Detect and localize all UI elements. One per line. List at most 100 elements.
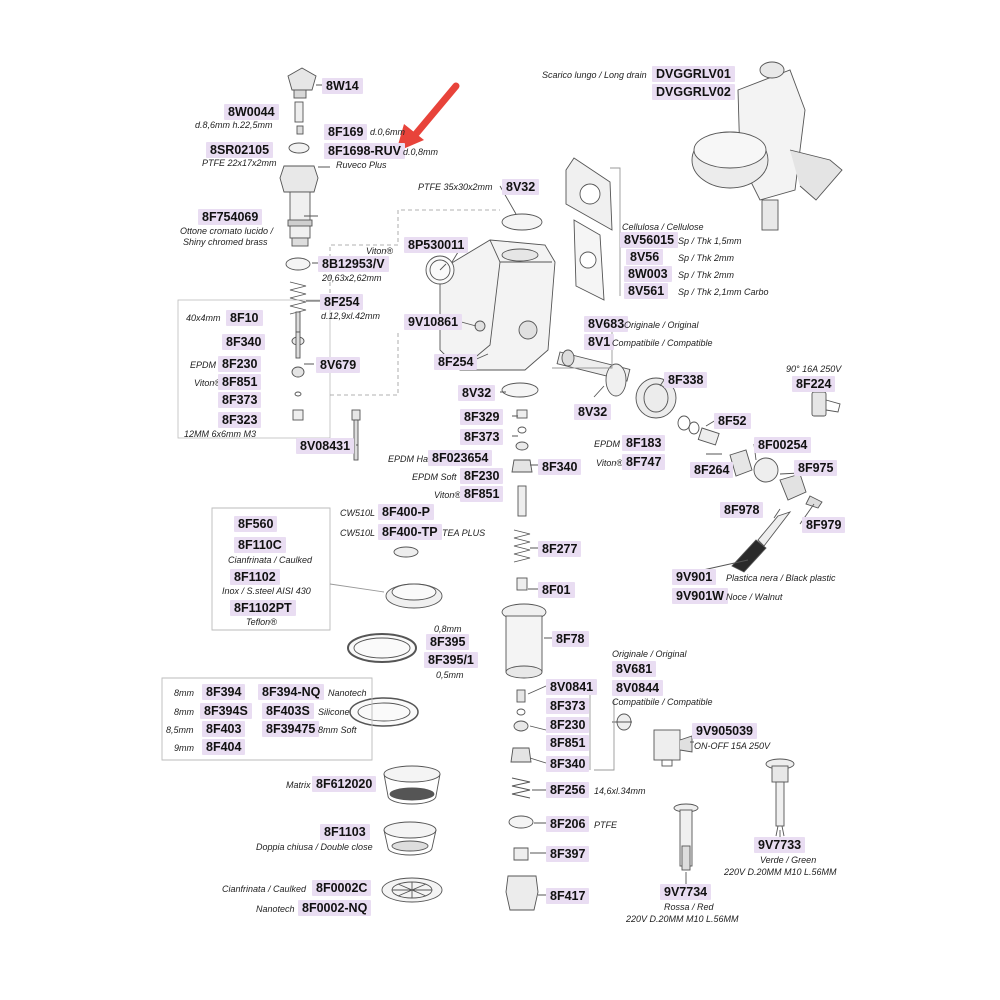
part-code-8V32-top: 8V32 — [502, 179, 540, 195]
note-85mm: 8,5mm — [166, 725, 194, 735]
note-orig1: Originale / Original — [612, 649, 687, 659]
note-plastica: Plastica nera / Black plastic — [726, 573, 836, 583]
note-8mm2: 8mm — [174, 707, 194, 717]
part-code-8F323: 8F323 — [218, 412, 262, 428]
filter-basket-part — [383, 765, 441, 805]
part-code-8F1103: 8F1103 — [320, 824, 370, 840]
note-or2063: 20,63x2,62mm — [322, 273, 382, 283]
note-epdm1: EPDM — [190, 360, 217, 370]
note-epdmsoft: EPDM Soft — [412, 472, 457, 482]
note-8F1698: d.0,8mm — [403, 147, 439, 157]
part-code-8F39475: 8F39475 — [262, 721, 320, 737]
part-code-8F224: 8F224 — [792, 376, 836, 392]
note-ruveco: Ruveco Plus — [336, 160, 387, 170]
part-code-8W0044: 8W0044 — [224, 104, 279, 120]
part-code-8V56015: 8V56015 — [620, 232, 679, 248]
part-code-8F979: 8F979 — [802, 517, 846, 533]
part-code-8F747: 8F747 — [622, 454, 666, 470]
part-code-8F78: 8F78 — [552, 631, 589, 647]
note-compat1: Compatibile / Compatible — [612, 697, 713, 707]
part-code-8V679: 8V679 — [316, 357, 361, 373]
spring-part — [289, 281, 307, 315]
part-code-8F110C: 8F110C — [234, 537, 286, 553]
part-code-8F612020: 8F612020 — [312, 776, 377, 792]
note-cellulosa: Cellulosa / Cellulose — [622, 222, 704, 232]
note-silicone: Silicone — [318, 707, 350, 717]
note-8F169: d.0,6mm — [370, 127, 406, 137]
part-code-8F400-P: 8F400-P — [378, 504, 434, 520]
part-code-8F395: 8F395 — [426, 634, 470, 650]
note-40x4: 40x4mm — [186, 313, 221, 323]
nut-part — [516, 409, 528, 419]
note-d129: d.12,9xl.42mm — [321, 311, 381, 321]
note-cianf2: Cianfrinata / Caulked — [222, 884, 307, 894]
part-code-8F394: 8F394 — [202, 684, 246, 700]
part-code-8F277: 8F277 — [538, 541, 582, 557]
part-code-8F1698-RUV: 8F1698-RUV — [324, 143, 405, 159]
note-teaplus: TEA PLUS — [442, 528, 486, 538]
part-code-8V32-right: 8V32 — [574, 404, 612, 420]
note-onoff: ON-OFF 15A 250V — [694, 741, 771, 751]
jet-part — [296, 125, 304, 135]
part-code-9V10861: 9V10861 — [404, 314, 463, 330]
part-code-8V0841: 8V0841 — [546, 679, 598, 695]
part-code-8F373-left: 8F373 — [218, 392, 262, 408]
part-code-8V561: 8V561 — [624, 283, 669, 299]
pressure-gauge-part — [425, 255, 455, 285]
note-verde: Verde / Green — [760, 855, 817, 865]
part-code-8V0844: 8V0844 — [612, 680, 664, 696]
part-code-8F183: 8F183 — [622, 435, 666, 451]
note-ptfe22: PTFE 22x17x2mm — [202, 158, 277, 168]
part-code-8W003: 8W003 — [624, 266, 672, 282]
part-code-9V901: 9V901 — [672, 569, 717, 585]
part-code-8F230-center: 8F230 — [460, 468, 504, 484]
part-code-8F256: 8F256 — [546, 782, 590, 798]
part-code-8F403: 8F403 — [202, 721, 246, 737]
note-orig2: Originale / Original — [624, 320, 699, 330]
note-epdm2: EPDM — [594, 439, 621, 449]
note-inox: Inox / S.steel AISI 430 — [222, 586, 311, 596]
part-code-8F340-lower: 8F340 — [546, 756, 590, 772]
part-code-8F754069: 8F754069 — [198, 209, 263, 225]
note-cianf1: Cianfrinata / Caulked — [228, 555, 313, 565]
steam-valve-body-part — [279, 165, 319, 247]
heating-element-red-part — [673, 803, 699, 871]
part-code-8W14: 8W14 — [322, 78, 363, 94]
note-08mm: 0,8mm — [434, 624, 462, 634]
shower-holder-part — [501, 603, 547, 679]
plate-gasket-part — [565, 157, 613, 301]
note-viton2: Viton® — [194, 378, 221, 388]
part-code-8F404: 8F404 — [202, 739, 246, 755]
part-code-9V7734: 9V7734 — [660, 884, 712, 900]
note-thk2a: Sp / Thk 2mm — [678, 253, 735, 263]
part-code-8SR02105: 8SR02105 — [206, 142, 274, 158]
part-code-8V32-mid: 8V32 — [458, 385, 496, 401]
part-code-8F206: 8F206 — [546, 816, 590, 832]
cap-nut-part — [287, 67, 317, 99]
part-code-8V1: 8V1 — [584, 334, 615, 350]
fitting-part — [505, 875, 539, 911]
part-code-8F254-left: 8F254 — [320, 294, 364, 310]
part-code-8F52: 8F52 — [714, 413, 751, 429]
part-code-8F254-center: 8F254 — [434, 354, 478, 370]
part-code-DVGGRLV02: DVGGRLV02 — [652, 84, 735, 100]
part-code-8P530011: 8P530011 — [404, 237, 469, 253]
part-code-8F395-1: 8F395/1 — [424, 652, 478, 668]
diffuser-part — [385, 546, 443, 609]
note-8W0044: d.8,6mm h.22,5mm — [195, 120, 273, 130]
valve-stem-part — [291, 331, 305, 378]
note-146: 14,6xl.34mm — [594, 786, 646, 796]
ptfe-ring-part — [508, 815, 534, 829]
note-9mm: 9mm — [174, 743, 194, 753]
part-code-8F329: 8F329 — [460, 409, 504, 425]
spring-small-part — [511, 777, 531, 799]
part-code-9V905039: 9V905039 — [692, 723, 758, 739]
part-code-8F0002-NQ: 8F0002-NQ — [298, 900, 372, 916]
part-code-8F373-center: 8F373 — [460, 429, 504, 445]
note-05mm: 0,5mm — [436, 670, 464, 680]
group-body-part — [439, 239, 556, 371]
part-code-8F338: 8F338 — [664, 372, 708, 388]
note-8mmsoft: 8mm Soft — [318, 725, 357, 735]
note-90: 90° 16A 250V — [786, 364, 842, 374]
note-thk21: Sp / Thk 2,1mm Carbo — [678, 287, 769, 297]
